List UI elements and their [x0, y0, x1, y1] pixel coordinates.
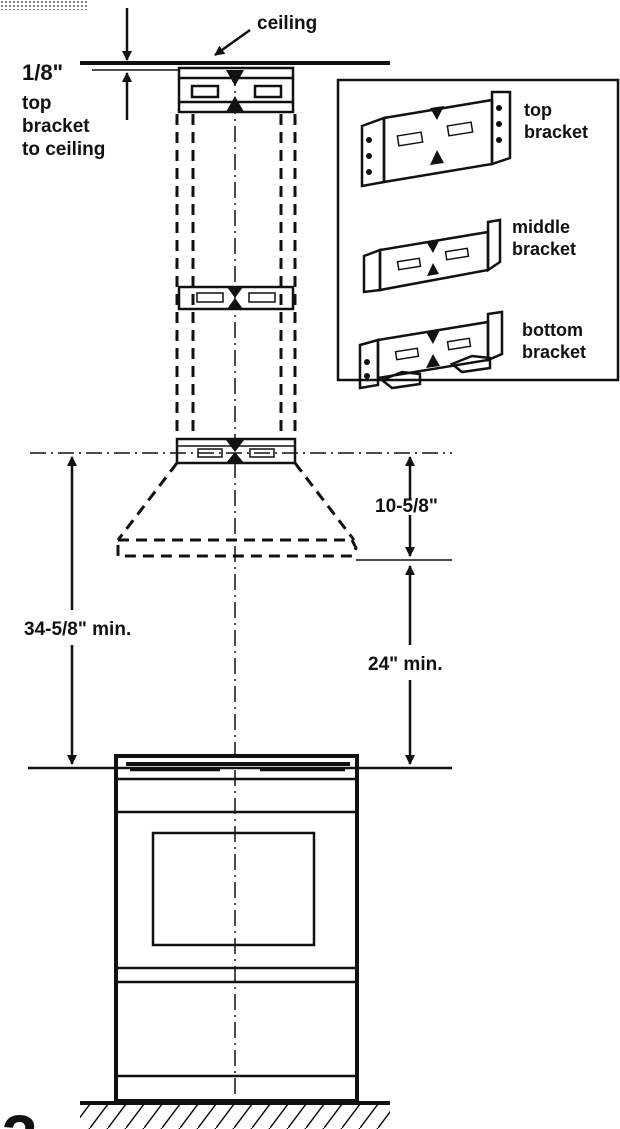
- bracket-inset: top bracket middle bracket bottom: [336, 78, 620, 390]
- inset-top-bracket-line1: top: [524, 100, 552, 120]
- inset-bottom-bracket-icon: [358, 310, 504, 390]
- hood-bottom-outline: [116, 538, 358, 558]
- gap-desc-line1: top: [22, 93, 52, 114]
- gap-desc-line2: bracket: [22, 116, 90, 137]
- inset-bottom-bracket-line1: bottom: [522, 320, 583, 340]
- middle-bracket-drawing: [177, 285, 295, 311]
- inset-middle-bracket-line1: middle: [512, 217, 570, 237]
- inset-top-bracket-icon: [360, 90, 512, 188]
- gap-value-label: 1/8": [22, 60, 63, 85]
- ceiling-label: ceiling: [257, 13, 317, 34]
- hood-height-label: 10-5/8": [375, 496, 438, 517]
- corner-mark: [0, 0, 88, 10]
- ceiling-leader: [214, 28, 251, 57]
- floor-hatch: [80, 1104, 390, 1129]
- inset-middle-bracket-line2: bracket: [512, 239, 576, 259]
- range-drawing: [114, 754, 359, 1103]
- inset-top-bracket-line2: bracket: [524, 122, 588, 142]
- clearance-label: 24" min.: [368, 654, 442, 675]
- gap-desc-line3: to ceiling: [22, 139, 105, 160]
- figure-number: 3: [2, 1102, 38, 1129]
- hood-left-slope: [116, 462, 179, 541]
- hood-right-slope: [293, 462, 356, 541]
- inset-bottom-bracket-line2: bracket: [522, 342, 586, 362]
- inset-middle-bracket-icon: [362, 218, 502, 294]
- top-bracket-drawing: [177, 66, 295, 114]
- total-height-label: 34-5/8" min.: [24, 619, 131, 640]
- bottom-bracket-drawing: [175, 437, 297, 465]
